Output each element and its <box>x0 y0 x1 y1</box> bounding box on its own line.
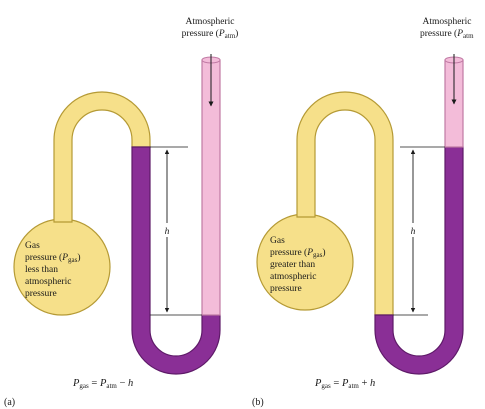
atm-label-b: Atmospheric <box>422 17 471 27</box>
svg-text:pressure: pressure <box>270 284 302 294</box>
panel-a: h Atmospheric pressure (Patm) Gas pressu… <box>4 17 238 408</box>
gas-tube-b <box>296 91 394 316</box>
atm-label-a: Atmospheric <box>185 17 234 27</box>
panel-b: h Atmospheric pressure (Patm Gas pressur… <box>252 17 474 408</box>
svg-text:Gas: Gas <box>270 236 285 246</box>
atm-label-b-line2: pressure (Patm <box>420 28 474 40</box>
svg-text:less than: less than <box>25 265 58 275</box>
svg-text:Gas: Gas <box>25 241 40 251</box>
svg-text:pressure: pressure <box>25 289 57 299</box>
h-label-a: h <box>165 227 170 237</box>
atm-label-a-line2: pressure (Patm) <box>182 28 239 40</box>
equation-b: Pgas = Patm + h <box>314 378 375 390</box>
mercury-b <box>374 146 464 375</box>
svg-text:pressure (Pgas): pressure (Pgas) <box>25 252 81 264</box>
svg-text:greater than: greater than <box>270 260 315 270</box>
gas-tube-a <box>53 91 151 223</box>
equation-a: Pgas = Patm − h <box>72 378 133 390</box>
panel-label-b: (b) <box>252 397 264 408</box>
gas-text-b: Gas pressure (Pgas) greater than atmosph… <box>270 236 326 294</box>
gas-text-a: Gas pressure (Pgas) less than atmospheri… <box>25 241 81 299</box>
svg-text:pressure (Pgas): pressure (Pgas) <box>270 247 326 259</box>
panel-label-a: (a) <box>4 397 15 408</box>
svg-text:atmospheric: atmospheric <box>270 272 316 282</box>
mercury-a <box>131 146 221 375</box>
h-label-b: h <box>411 227 416 237</box>
svg-text:atmospheric: atmospheric <box>25 277 71 287</box>
